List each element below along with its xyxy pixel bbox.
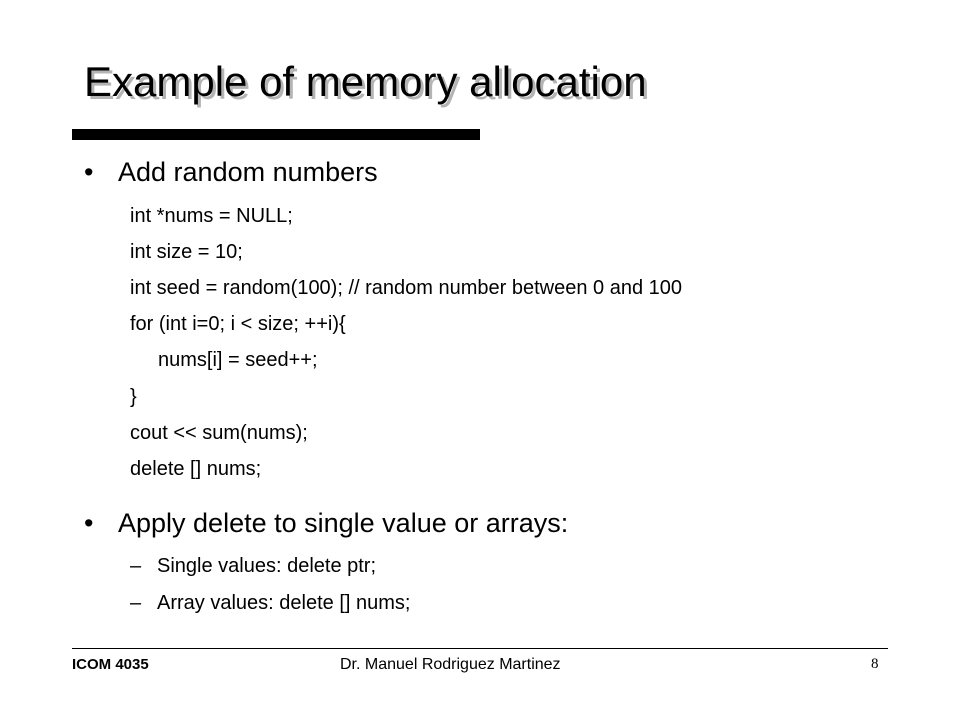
code-line: int size = 10;: [130, 241, 243, 263]
code-line: nums[i] = seed++;: [158, 349, 318, 371]
bullet-text: Add random numbers: [118, 157, 378, 187]
sub-bullet-dash: –: [130, 592, 142, 614]
footer-course: ICOM 4035: [72, 656, 149, 673]
footer-divider: [72, 648, 888, 649]
bullet-item: • Add random numbers: [84, 155, 378, 189]
code-line: delete [] nums;: [130, 458, 262, 480]
code-line: }: [130, 386, 137, 408]
sub-bullet-text: Array values: delete [] nums;: [157, 592, 411, 614]
code-line: cout << sum(nums);: [130, 422, 308, 444]
sub-bullet-item: –Single values: delete ptr;: [130, 553, 376, 579]
bullet-text: Apply delete to single value or arrays:: [118, 508, 569, 538]
bullet-dot: •: [84, 508, 94, 538]
sub-bullet-item: –Array values: delete [] nums;: [130, 590, 410, 616]
sub-bullet-text: Single values: delete ptr;: [157, 555, 377, 577]
code-line: int seed = random(100); // random number…: [130, 277, 683, 299]
sub-bullet-dash: –: [130, 555, 142, 577]
footer-author: Dr. Manuel Rodriguez Martinez: [340, 656, 561, 673]
title-underline: [72, 129, 480, 140]
slide-title: Example of memory allocation: [84, 58, 647, 105]
code-line: int *nums = NULL;: [130, 205, 293, 227]
bullet-dot: •: [84, 157, 94, 187]
code-line: for (int i=0; i < size; ++i){: [130, 313, 346, 335]
page-number: 8: [871, 656, 879, 672]
bullet-item: • Apply delete to single value or arrays:: [84, 506, 568, 540]
